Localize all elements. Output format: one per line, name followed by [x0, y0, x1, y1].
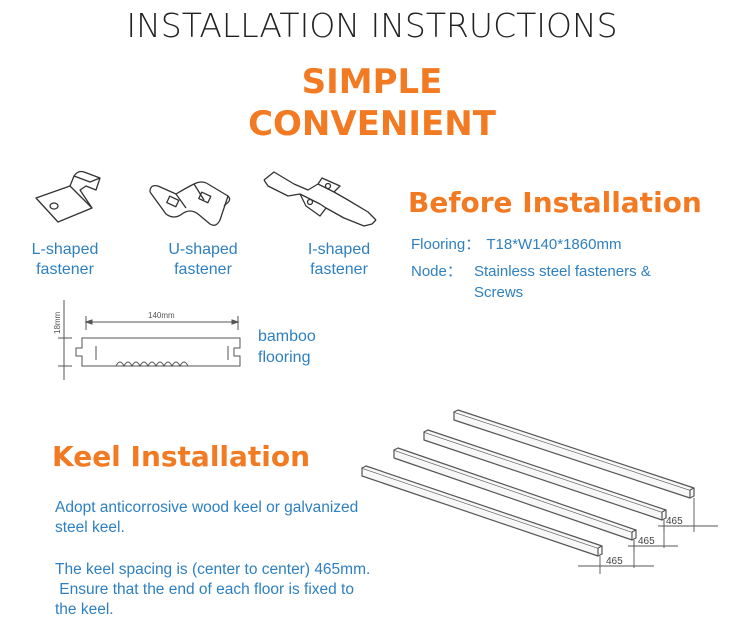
keel-installation-heading: Keel Installation	[52, 440, 311, 473]
flooring-profile-diagram: 18mm 140mm	[53, 300, 241, 380]
flooring-value: T18*W140*1860mm	[486, 236, 622, 253]
fastener-label-l: L-shaped fastener	[31, 241, 99, 278]
keel-dim-1: 465	[666, 516, 683, 527]
profile-width-dim: 140mm	[148, 311, 175, 320]
fastener-label-i: I-shaped fastener	[307, 241, 371, 278]
keel-paragraph-1: Adopt anticorrosive wood keel or galvani…	[55, 499, 359, 536]
i-shaped-fastener-icon	[263, 171, 377, 227]
fastener-label-u: U-shaped fastener	[168, 241, 238, 278]
l-shaped-fastener-icon	[35, 170, 101, 223]
flooring-label: Flooring：	[411, 236, 481, 253]
node-label: Node：	[411, 263, 462, 280]
headline-convenient: CONVENIENT	[248, 104, 496, 144]
u-shaped-fastener-icon	[149, 181, 231, 226]
node-value-line1: Stainless steel fasteners &	[474, 263, 651, 280]
node-value-line2: Screws	[474, 284, 524, 301]
keel-paragraph-2: The keel spacing is (center to center) 4…	[55, 561, 371, 618]
node-spec: Node： Stainless steel fasteners & Screws	[411, 261, 651, 303]
keel-dim-3: 465	[606, 556, 623, 567]
profile-height-dim: 18mm	[53, 311, 62, 334]
bamboo-flooring-label: bamboo flooring	[258, 328, 316, 366]
keel-layout-diagram: 465 465 465	[361, 409, 718, 574]
headline-simple: SIMPLE	[301, 62, 443, 102]
flooring-spec: Flooring： T18*W140*1860mm	[411, 233, 621, 254]
before-installation-heading: Before Installation	[408, 186, 702, 219]
page-title: INSTALLATION INSTRUCTIONS	[126, 6, 618, 45]
keel-dim-2: 465	[638, 536, 655, 547]
